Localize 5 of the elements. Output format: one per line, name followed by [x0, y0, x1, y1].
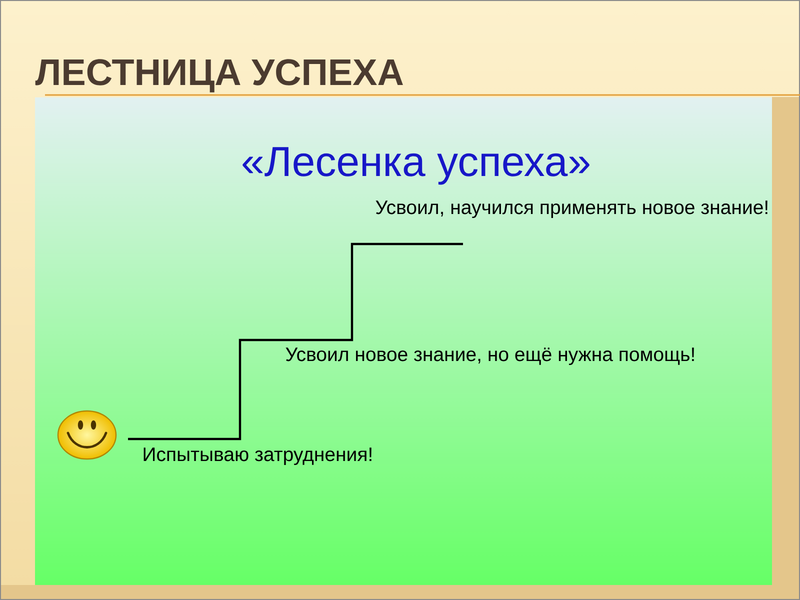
step-label: Усвоил новое знание, но ещё нужна помощь! — [286, 348, 694, 366]
slide-title: ЛЕСТНИЦА УСПЕХА — [35, 59, 403, 92]
step-label: Испытываю затруднения! — [144, 448, 372, 466]
step-label: Усвоил, научился применять новое знание! — [376, 200, 768, 218]
subtitle: «Лесенка успеха» — [242, 147, 590, 185]
